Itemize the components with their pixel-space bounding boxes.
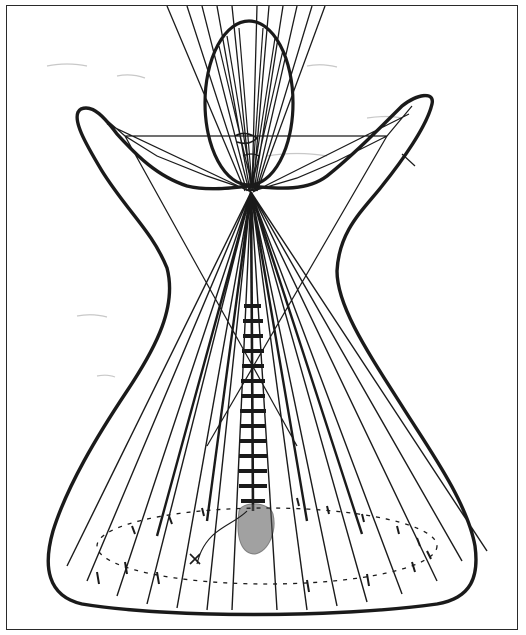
scan-noise — [47, 64, 402, 377]
head-strings — [219, 28, 283, 186]
shaded-patch — [238, 504, 274, 554]
figure-frame — [6, 5, 518, 630]
body-strings — [67, 192, 487, 610]
central-spine — [239, 192, 267, 511]
figure-drawing — [7, 6, 518, 630]
